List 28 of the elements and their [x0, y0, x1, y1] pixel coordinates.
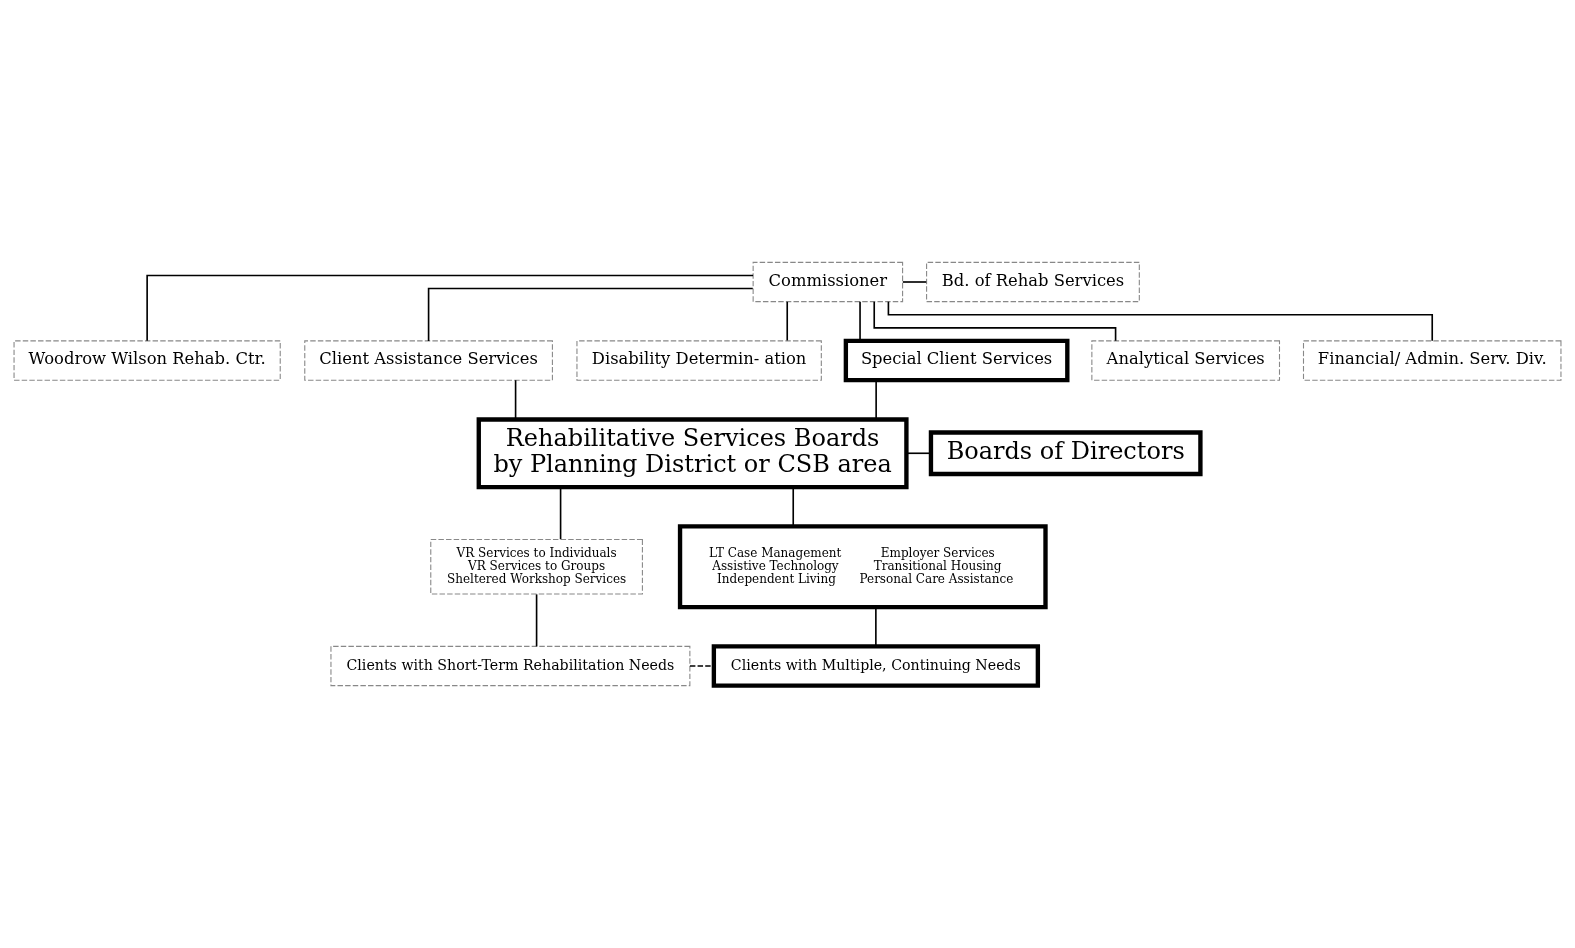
connector: [887, 300, 1434, 342]
node-box: Rehabilitative Services Boards by Planning District or CSB area: [476, 417, 909, 490]
node-box: VR Services to Individuals VR Services to Groups Sheltered Workshop Services: [430, 538, 643, 595]
node-box: Boards of Directors: [928, 430, 1203, 477]
connector: [535, 593, 538, 648]
connector: [859, 301, 861, 342]
connector: [873, 300, 1117, 342]
node-box: Financial/ Admin. Serv. Div.: [1302, 340, 1562, 381]
connector: [786, 301, 789, 342]
node-box: Commissioner: [752, 261, 904, 303]
node-box: Woodrow Wilson Rehab. Ctr.: [13, 340, 281, 381]
node-box: Special Client Services: [843, 338, 1070, 383]
connector: [906, 452, 932, 455]
node-box: Client Assistance Services: [304, 340, 553, 381]
connector: [901, 281, 928, 283]
node-box: Disability Determin- ation: [576, 340, 822, 381]
connector: [792, 486, 795, 528]
node-box: Clients with Multiple, Continuing Needs: [711, 644, 1041, 688]
connector: [875, 606, 877, 648]
node-box: Analytical Services: [1091, 340, 1281, 381]
connector: [427, 287, 754, 342]
connector: [875, 379, 877, 421]
node-box: Bd. of Rehab Services: [926, 261, 1140, 303]
connector: [559, 486, 562, 540]
connector: [514, 379, 517, 421]
connector: [146, 274, 754, 342]
node-box: LT Case Management Assistive Technology Independent Living Employer Services Transitional Housing Personal Care Assistance: [677, 524, 1048, 610]
node-box: Clients with Short-Term Rehabilitation Needs: [330, 645, 691, 687]
